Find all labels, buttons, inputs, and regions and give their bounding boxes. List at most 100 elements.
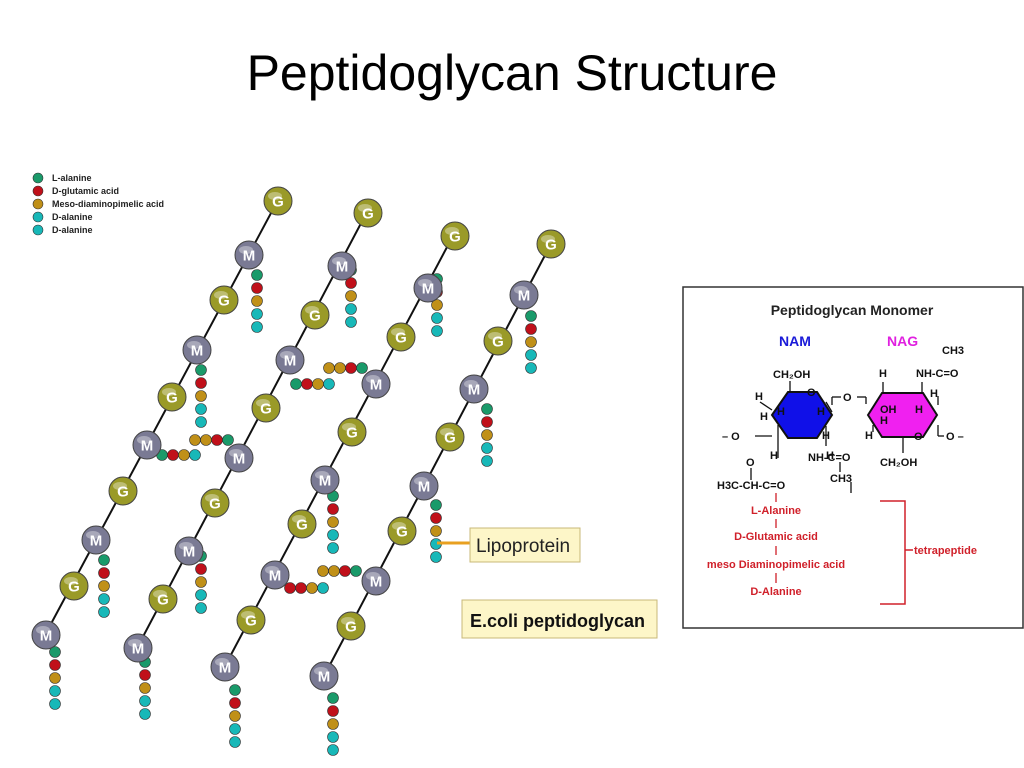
amino-acid-bead bbox=[430, 499, 442, 511]
amino-acid-bead bbox=[327, 731, 339, 743]
nag-bead-label: G bbox=[396, 524, 408, 541]
legend-swatch bbox=[32, 172, 44, 184]
nam-bead-label: M bbox=[418, 479, 431, 496]
nam-bead-label: M bbox=[141, 438, 154, 455]
amino-acid-bead bbox=[229, 710, 241, 722]
amino-acid-bead bbox=[251, 308, 263, 320]
amino-acid-bead bbox=[431, 299, 443, 311]
nag-bead: G bbox=[336, 611, 366, 641]
amino-acid-bead bbox=[327, 542, 339, 554]
nag-bead: G bbox=[59, 571, 89, 601]
crosslink-bead bbox=[189, 434, 201, 446]
ecoli-box bbox=[461, 599, 658, 639]
crosslink-bead bbox=[334, 362, 346, 374]
amino-acid-bead bbox=[430, 551, 442, 563]
legend-swatch bbox=[32, 198, 44, 210]
nam-bead: M bbox=[413, 273, 443, 303]
amino-acid-bead bbox=[195, 403, 207, 415]
glycosidic-oxygen: O bbox=[843, 392, 852, 404]
nam-bead: M bbox=[81, 525, 111, 555]
nam-bead: M bbox=[123, 633, 153, 663]
crosslink-bead bbox=[290, 378, 302, 390]
ecoli-label: E.coli peptidoglycan bbox=[470, 611, 645, 631]
amino-acid-bead bbox=[430, 525, 442, 537]
left-oxygen: – O bbox=[722, 431, 740, 443]
amino-acid-bead bbox=[327, 705, 339, 717]
nag-ring-oxygen: O bbox=[914, 431, 923, 443]
amino-acid-bead bbox=[98, 554, 110, 566]
legend-swatch bbox=[32, 224, 44, 236]
nam-bead-label: M bbox=[233, 451, 246, 468]
nam-bead: M bbox=[509, 280, 539, 310]
crosslink-bead bbox=[323, 362, 335, 374]
crosslink-bead bbox=[317, 582, 329, 594]
nam-bead-label: M bbox=[336, 259, 349, 276]
nam-h4: H bbox=[760, 411, 768, 423]
crosslink-bead bbox=[328, 565, 340, 577]
nam-acetyl: NH-C=O bbox=[808, 452, 851, 464]
nam-bead: M bbox=[224, 443, 254, 473]
nam-bead-label: M bbox=[370, 377, 383, 394]
amino-acid-bead bbox=[525, 323, 537, 335]
nag-h1: H bbox=[879, 368, 887, 380]
nag-bead-label: G bbox=[545, 237, 557, 254]
nag-ch2oh: CH₂OH bbox=[880, 457, 917, 469]
amino-acid-bead bbox=[195, 377, 207, 389]
crosslink-bead bbox=[323, 378, 335, 390]
nam-bead-label: M bbox=[90, 533, 103, 550]
monomer-panel: Peptidoglycan Monomer NAM NAG bbox=[682, 286, 1024, 629]
nag-bead-label: G bbox=[449, 229, 461, 246]
nam-bead: M bbox=[310, 465, 340, 495]
nam-h3: H bbox=[817, 406, 825, 418]
amino-acid-bead bbox=[139, 695, 151, 707]
nam-bead-label: M bbox=[132, 641, 145, 658]
crosslink-bead bbox=[339, 565, 351, 577]
nam-bead: M bbox=[182, 335, 212, 365]
glycan-backbones bbox=[44, 199, 554, 679]
amino-acid-bead bbox=[195, 416, 207, 428]
amino-acid-bead bbox=[525, 336, 537, 348]
legend-label: D-glutamic acid bbox=[52, 186, 119, 196]
nam-bead: M bbox=[132, 430, 162, 460]
nam-bead-label: M bbox=[422, 281, 435, 298]
nam-bead-label: M bbox=[219, 660, 232, 677]
amino-acid-bead bbox=[139, 682, 151, 694]
nag-bead-label: G bbox=[296, 517, 308, 534]
glycan-strand bbox=[136, 209, 369, 649]
peptide-chains bbox=[49, 264, 537, 756]
amino-acid-bead bbox=[195, 563, 207, 575]
lactyl-group: H3C-CH-C=O bbox=[717, 480, 786, 492]
right-oxygen: O – bbox=[946, 431, 964, 443]
nam-bead: M bbox=[31, 620, 61, 650]
amino-acid-bead bbox=[49, 685, 61, 697]
amino-acid-bead bbox=[327, 516, 339, 528]
nag-bead-label: G bbox=[166, 390, 178, 407]
nam-bead: M bbox=[459, 374, 489, 404]
nam-bead: M bbox=[361, 566, 391, 596]
amino-acid-bead bbox=[525, 349, 537, 361]
nam-bead-label: M bbox=[319, 473, 332, 490]
amino-acid-bead bbox=[195, 364, 207, 376]
amino-acid-bead bbox=[229, 684, 241, 696]
amino-acid-bead bbox=[229, 697, 241, 709]
amino-acid-bead bbox=[251, 321, 263, 333]
nag-bead-label: G bbox=[68, 579, 80, 596]
crosslink-bead bbox=[295, 582, 307, 594]
legend-label: D-alanine bbox=[52, 212, 93, 222]
amino-acid-bead bbox=[327, 529, 339, 541]
monomer-frame bbox=[682, 286, 1024, 629]
crosslink-bead bbox=[345, 362, 357, 374]
nam-h6: H bbox=[770, 450, 778, 462]
amino-acid-bead bbox=[98, 593, 110, 605]
nam-h1: H bbox=[755, 391, 763, 403]
legend-label: D-alanine bbox=[52, 225, 93, 235]
amino-acid-bead bbox=[229, 723, 241, 735]
amino-acid-bead bbox=[430, 512, 442, 524]
nag-bead: G bbox=[209, 285, 239, 315]
tetrapeptide-label: tetrapeptide bbox=[914, 545, 977, 557]
nag-bead-label: G bbox=[209, 496, 221, 513]
nag-bead: G bbox=[157, 382, 187, 412]
nag-acetyl: NH-C=O bbox=[916, 368, 959, 380]
crosslink-bead bbox=[167, 449, 179, 461]
nam-bead-label: M bbox=[518, 288, 531, 305]
